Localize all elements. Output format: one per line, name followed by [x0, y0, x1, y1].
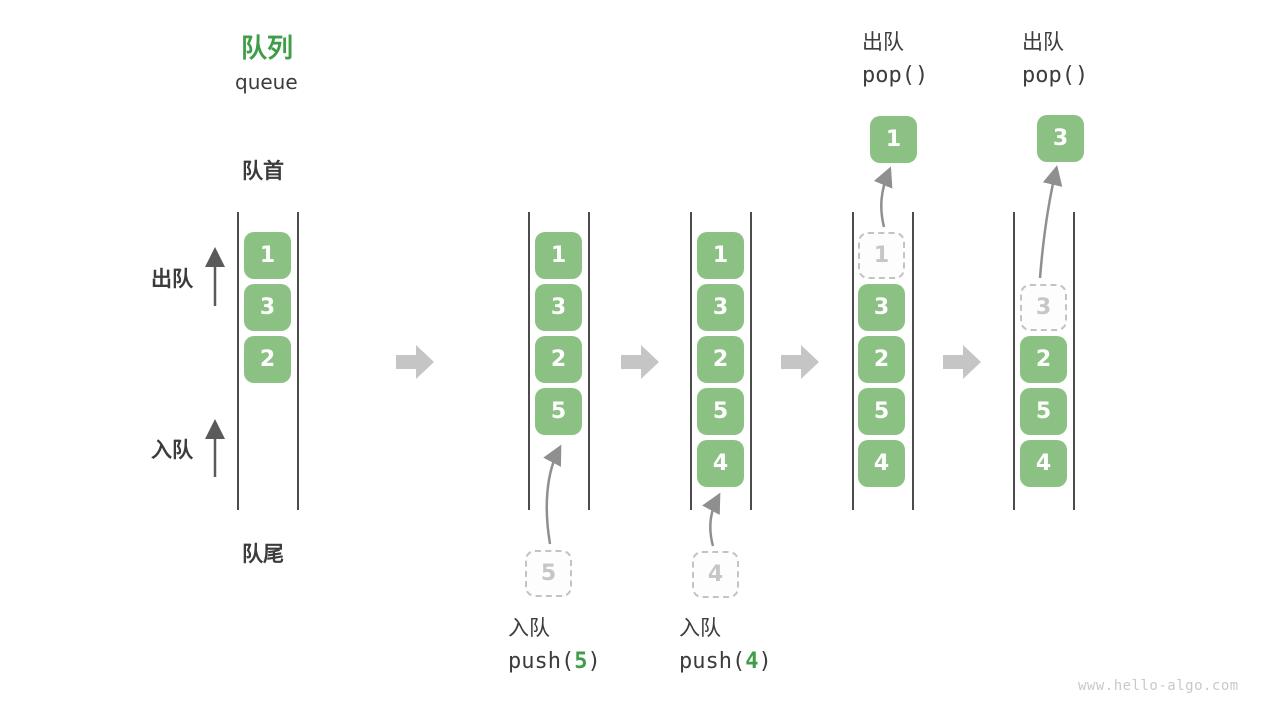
queue-item-dashed: 3 — [1020, 284, 1067, 331]
queue-item: 3 — [858, 284, 905, 331]
queue-item: 5 — [1020, 388, 1067, 435]
queue-item: 3 — [535, 284, 582, 331]
incoming-item: 5 — [525, 550, 572, 597]
queue-wall-left — [528, 212, 530, 510]
state-transition-arrow — [943, 345, 981, 379]
queue-wall-left — [237, 212, 239, 510]
operation-label-zh: 出队 — [1022, 30, 1064, 54]
queue-item: 5 — [697, 388, 744, 435]
queue-item: 2 — [858, 336, 905, 383]
queue-item: 5 — [535, 388, 582, 435]
dequeue-arrow — [873, 166, 893, 228]
queue-wall-right — [912, 212, 914, 510]
operation-code-text: push( — [508, 649, 575, 674]
queue-item: 4 — [1020, 440, 1067, 487]
queue-wall-right — [588, 212, 590, 510]
operation-label-zh: 出队 — [862, 30, 904, 54]
queue-item: 1 — [697, 232, 744, 279]
queue-item-dashed: 1 — [858, 232, 905, 279]
operation-code: pop() — [862, 61, 928, 91]
queue-wall-left — [1013, 212, 1015, 510]
enqueue-arrow — [702, 492, 721, 547]
operation-label: 出队 pop() — [862, 28, 928, 91]
enqueue-arrow — [543, 444, 562, 545]
operation-label-zh: 入队 — [679, 616, 721, 640]
dequeue-side-label: 出队 — [151, 267, 193, 291]
queue-item: 2 — [1020, 336, 1067, 383]
operation-code: pop() — [1022, 61, 1088, 91]
operation-label: 出队 pop() — [1022, 28, 1088, 91]
operation-code-text: ) — [587, 649, 601, 674]
queue-front-label: 队首 — [242, 159, 284, 183]
enqueue-side-label: 入队 — [151, 438, 193, 462]
popped-item: 1 — [870, 116, 917, 163]
queue-item: 4 — [858, 440, 905, 487]
queue-item: 1 — [244, 232, 291, 279]
diagram-title-zh: 队列 — [241, 34, 294, 64]
state-transition-arrow — [396, 345, 434, 379]
operation-code-text: pop() — [1022, 63, 1089, 88]
state-transition-arrow — [621, 345, 659, 379]
operation-code-text: ) — [758, 649, 772, 674]
queue-item: 2 — [697, 336, 744, 383]
operation-arg: 4 — [745, 649, 759, 674]
queue-item: 2 — [244, 336, 291, 383]
queue-item: 3 — [697, 284, 744, 331]
operation-label-zh: 入队 — [508, 616, 550, 640]
queue-item: 2 — [535, 336, 582, 383]
queue-wall-left — [852, 212, 854, 510]
queue-item: 1 — [535, 232, 582, 279]
state-transition-arrow — [781, 345, 819, 379]
queue-wall-right — [1073, 212, 1075, 510]
popped-item: 3 — [1037, 115, 1084, 162]
operation-label: 入队 push(5) — [508, 614, 601, 677]
operation-code-text: pop() — [862, 63, 929, 88]
queue-item: 5 — [858, 388, 905, 435]
operation-label: 入队 push(4) — [679, 614, 772, 677]
queue-item: 3 — [244, 284, 291, 331]
queue-wall-right — [297, 212, 299, 510]
incoming-item: 4 — [692, 551, 739, 598]
operation-arg: 5 — [574, 649, 588, 674]
operation-code: push(5) — [508, 647, 601, 677]
watermark: www.hello-algo.com — [1078, 678, 1239, 694]
operation-code-text: push( — [679, 649, 746, 674]
diagram-title-en: queue — [235, 70, 298, 94]
queue-wall-left — [690, 212, 692, 510]
queue-wall-right — [750, 212, 752, 510]
queue-item: 4 — [697, 440, 744, 487]
dequeue-arrow — [1038, 165, 1063, 279]
queue-rear-label: 队尾 — [242, 542, 284, 566]
operation-code: push(4) — [679, 647, 772, 677]
